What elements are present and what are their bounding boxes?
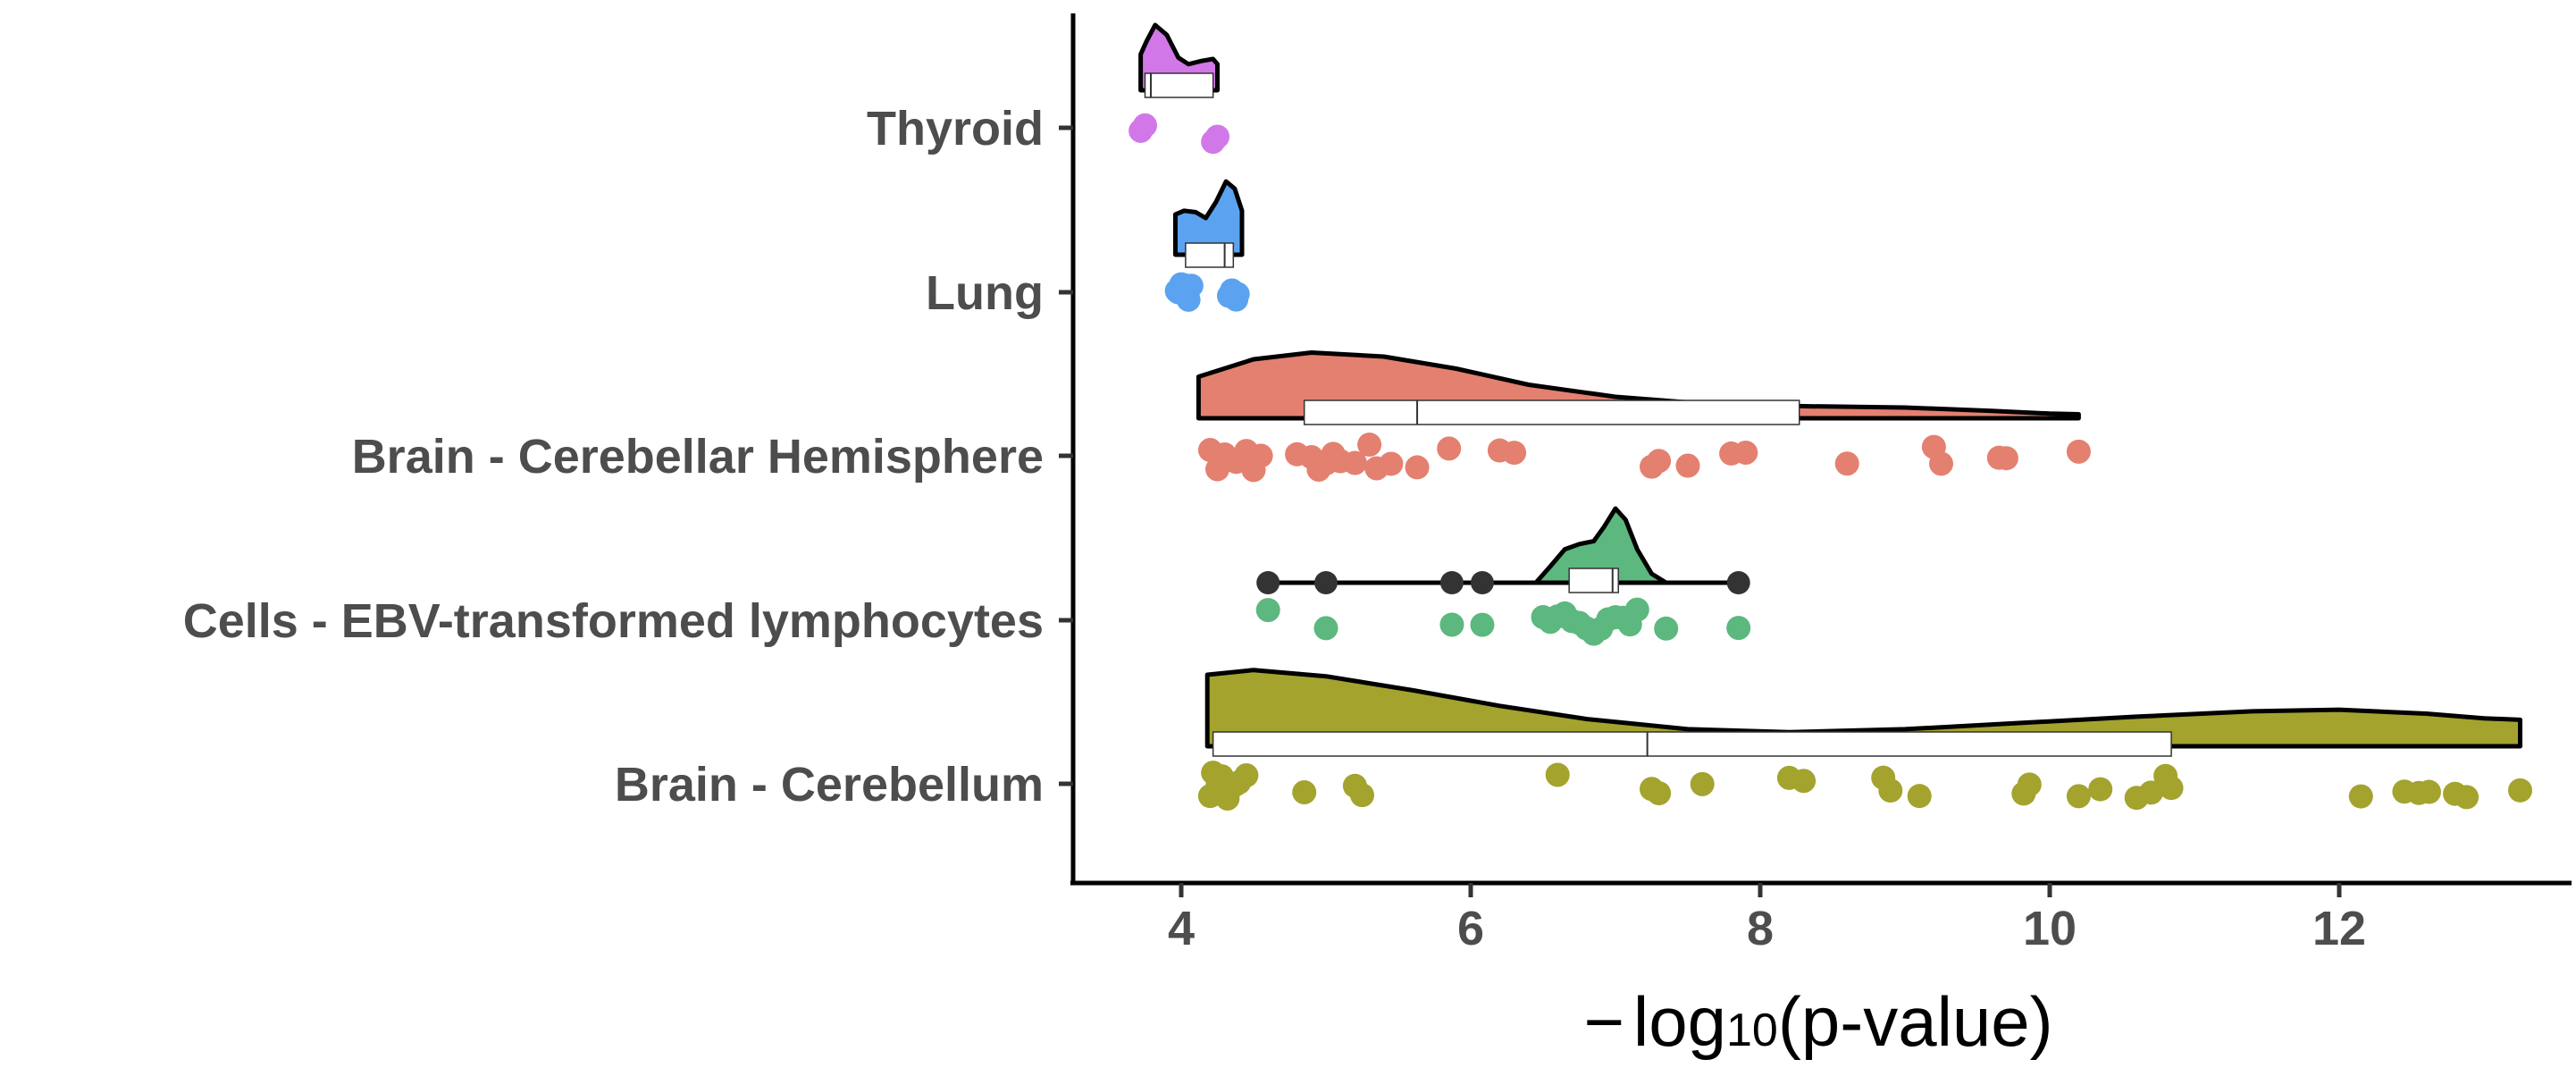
category-group [1196, 350, 2091, 483]
category-label: Lung [926, 266, 1044, 320]
data-point [1342, 450, 1367, 475]
data-point [1733, 441, 1758, 466]
density-shape [1204, 668, 2522, 749]
data-point [1313, 616, 1338, 641]
data-point [1234, 763, 1259, 788]
box-iqr [1144, 72, 1214, 98]
data-point [1350, 783, 1374, 808]
outlier-point [1439, 571, 1464, 594]
data-point [1133, 113, 1157, 138]
data-point [1205, 124, 1229, 149]
x-tick-label: 12 [2312, 902, 2366, 955]
data-point [1545, 762, 1570, 787]
density-shape [1533, 506, 1669, 585]
category-label: Thyroid [867, 102, 1044, 156]
data-point [1502, 441, 1527, 466]
data-point [2066, 439, 2091, 464]
data-point [2017, 772, 2042, 797]
data-point [1907, 784, 1932, 809]
box-iqr [1568, 568, 1619, 593]
data-point [2416, 779, 2441, 804]
data-point [1437, 436, 1462, 461]
category-group [1197, 668, 2532, 811]
data-point [1726, 616, 1751, 641]
data-point [1929, 451, 1953, 476]
data-point [2159, 776, 2184, 801]
data-point [2138, 780, 2163, 805]
outlier-point [1470, 571, 1494, 594]
data-point [1654, 616, 1679, 641]
data-point [1647, 781, 1672, 806]
data-point [1624, 597, 1649, 622]
data-point [1248, 443, 1273, 468]
outlier-point [1314, 571, 1338, 594]
x-tick-label: 4 [1168, 902, 1195, 955]
data-point [1224, 287, 1249, 312]
data-point [1357, 433, 1382, 458]
category-group [1129, 22, 1229, 155]
category-label: Cells - EBV-transformed lymphocytes [183, 594, 1044, 648]
x-tick-label: 10 [2023, 902, 2077, 955]
data-point [2454, 785, 2480, 810]
data-point [1791, 769, 1817, 794]
x-axis-ticks: 4 6 8 10 12 [1168, 883, 2366, 955]
category-label: Brain - Cerebellum [615, 758, 1044, 812]
x-tick-label: 8 [1747, 902, 1774, 955]
plot-area [1129, 22, 2532, 811]
data-point [1439, 612, 1464, 637]
data-point [1292, 780, 1317, 805]
data-point [1166, 280, 1191, 305]
data-point [1675, 453, 1700, 478]
data-point [2348, 784, 2373, 809]
box-iqr [1212, 731, 2172, 757]
x-axis-title: −log10(p-value) [1583, 982, 2052, 1061]
data-point [1647, 449, 1672, 474]
outlier-point [1726, 571, 1750, 594]
box-iqr [1185, 242, 1235, 268]
data-point [1379, 451, 1404, 476]
data-point [2508, 778, 2532, 803]
x-tick-label: 6 [1457, 902, 1484, 955]
data-point [1834, 451, 1859, 476]
data-point [1405, 455, 1430, 480]
category-group [1255, 506, 1751, 646]
category-label: Brain - Cerebellar Hemisphere [352, 430, 1044, 484]
data-point [1690, 771, 1715, 796]
data-point [2088, 777, 2113, 802]
density-shape [1173, 179, 1245, 257]
data-point [2066, 784, 2091, 809]
outlier-point [1256, 571, 1280, 594]
data-point [1878, 778, 1903, 803]
category-group [1164, 179, 1250, 312]
data-point [1255, 598, 1280, 623]
box-iqr [1303, 399, 1800, 425]
data-point [1470, 612, 1495, 637]
data-point [1993, 446, 2018, 471]
